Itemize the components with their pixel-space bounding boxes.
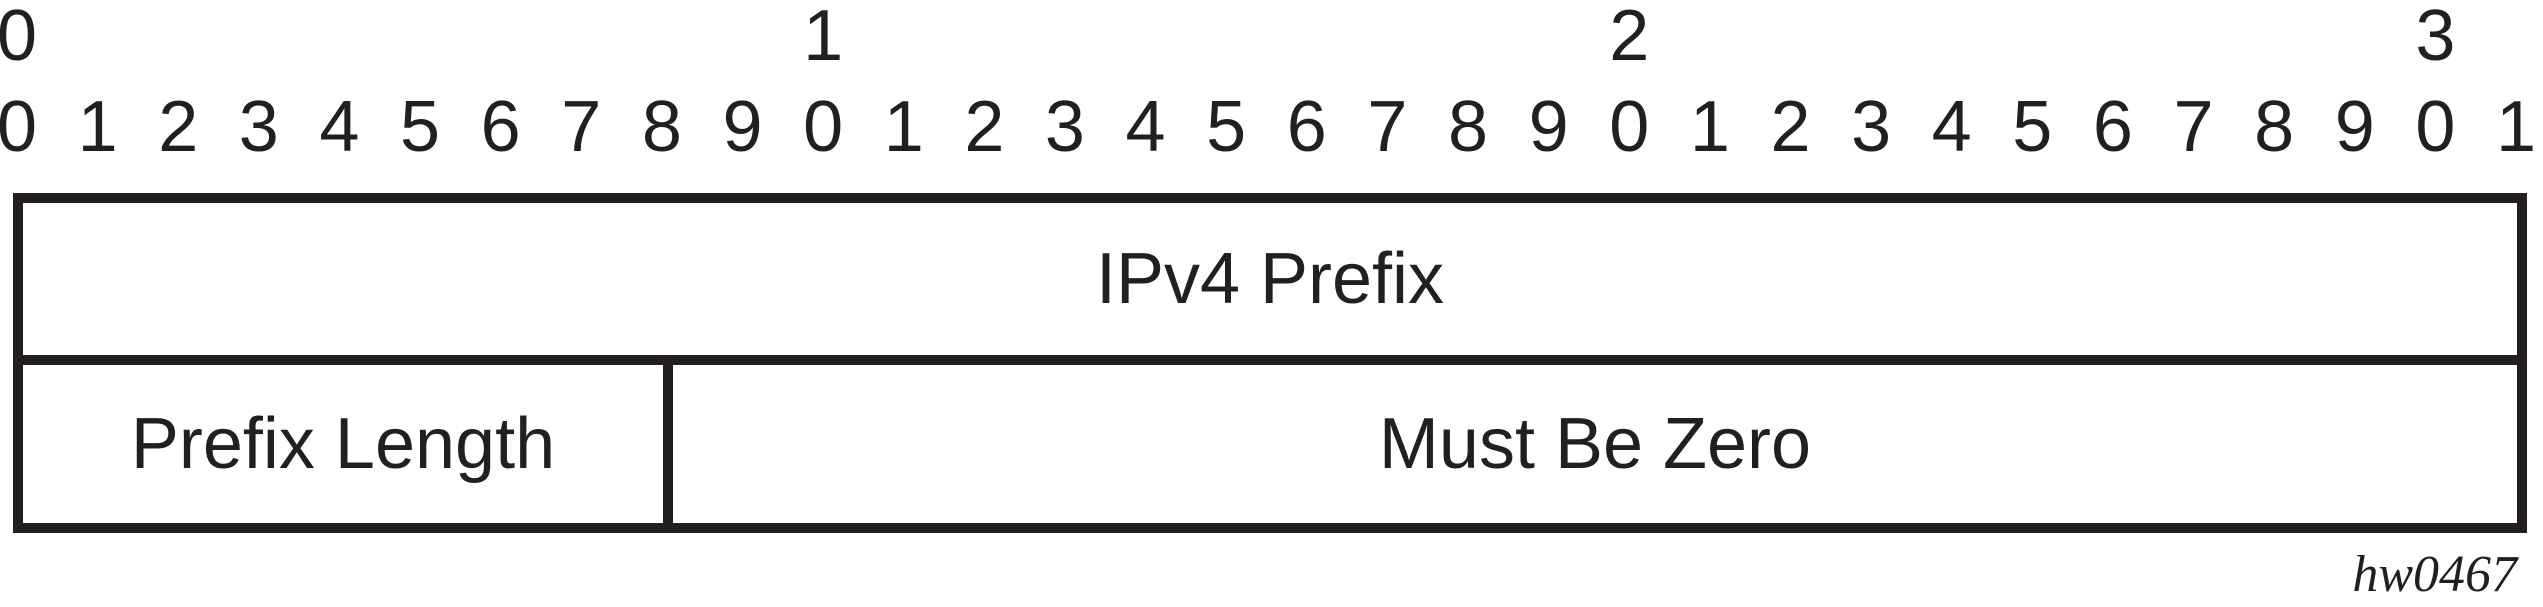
field-row-1: IPv4 Prefix	[23, 203, 2517, 365]
bit-digit: 4	[1125, 87, 1166, 167]
field-ipv4-prefix: IPv4 Prefix	[23, 203, 2517, 355]
bit-digit: 0	[0, 87, 38, 167]
bit-digit: 1	[77, 87, 118, 167]
bit-digit: 9	[2334, 87, 2375, 167]
bit-digit: 2	[158, 87, 199, 167]
bit-digit: 7	[2173, 87, 2214, 167]
bit-tens-digit: 1	[803, 0, 844, 76]
bit-digit: 2	[964, 87, 1005, 167]
bit-tens-digit: 3	[2415, 0, 2456, 76]
bit-digit: 4	[319, 87, 360, 167]
bit-digit: 8	[641, 87, 682, 167]
bit-digit: 0	[2415, 87, 2456, 167]
bit-digit: 0	[1609, 87, 1650, 167]
field-row-2: Prefix Length Must Be Zero	[23, 365, 2517, 523]
bit-digit: 5	[2012, 87, 2053, 167]
bit-digit: 1	[1689, 87, 1730, 167]
bit-digit: 3	[238, 87, 279, 167]
bit-digit: 4	[1931, 87, 1972, 167]
bit-digit: 5	[1206, 87, 1247, 167]
field-ipv4-prefix-label: IPv4 Prefix	[1095, 239, 1445, 319]
field-must-be-zero-label: Must Be Zero	[1378, 404, 1812, 484]
bit-digit: 8	[1448, 87, 1489, 167]
bit-ruler-tens-row: 0 1 2 3	[0, 0, 2516, 76]
bit-digit: 9	[1528, 87, 1569, 167]
bit-digit: 6	[480, 87, 521, 167]
bit-tens-digit: 0	[0, 0, 38, 76]
bit-digit: 6	[2092, 87, 2133, 167]
bit-digit: 0	[803, 87, 844, 167]
bit-digit: 6	[1286, 87, 1327, 167]
bit-digit: 3	[1851, 87, 1892, 167]
field-prefix-length-label: Prefix Length	[130, 404, 556, 484]
bit-digit: 9	[722, 87, 763, 167]
bit-digit: 2	[1770, 87, 1811, 167]
bit-digit: 1	[2495, 87, 2537, 167]
bit-digit: 7	[561, 87, 602, 167]
bit-tens-digit: 2	[1609, 0, 1650, 76]
packet-fields-box: IPv4 Prefix Prefix Length Must Be Zero	[13, 193, 2527, 533]
bit-digit: 8	[2254, 87, 2295, 167]
field-must-be-zero: Must Be Zero	[673, 365, 2517, 523]
bit-digit: 1	[883, 87, 924, 167]
bit-digit: 7	[1367, 87, 1408, 167]
bit-digit: 5	[400, 87, 441, 167]
field-prefix-length: Prefix Length	[23, 365, 673, 523]
figure-id-caption: hw0467	[2352, 546, 2517, 603]
bit-digit: 3	[1044, 87, 1085, 167]
